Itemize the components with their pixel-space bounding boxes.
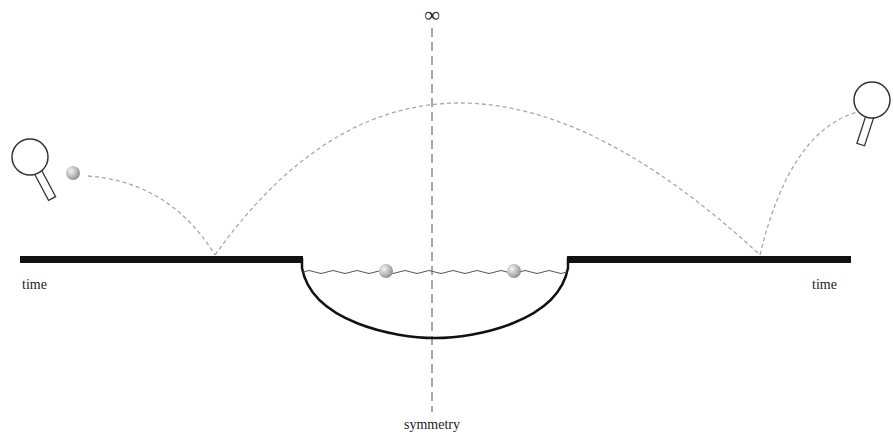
axis-label: time: [812, 278, 837, 292]
trajectory: [215, 103, 760, 255]
ball: [379, 264, 393, 278]
bowl: [302, 258, 568, 338]
time-line: [20, 256, 303, 263]
trajectory: [760, 112, 858, 255]
symmetry-axis: [431, 28, 433, 412]
axis-label: time: [22, 278, 47, 292]
paddle: [12, 139, 56, 200]
infinity-label: ∞: [424, 4, 440, 26]
water-surface: [303, 271, 567, 274]
ball: [507, 264, 521, 278]
axis-label: symmetry: [404, 418, 460, 432]
trajectory: [88, 176, 215, 255]
paddle: [854, 82, 890, 146]
time-line: [567, 256, 851, 263]
ball: [66, 166, 80, 180]
